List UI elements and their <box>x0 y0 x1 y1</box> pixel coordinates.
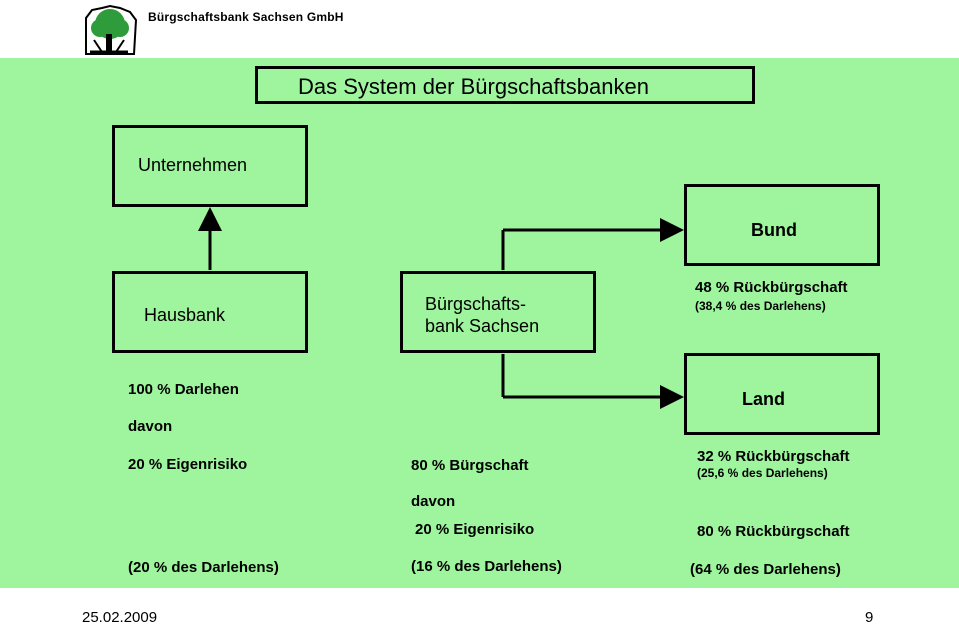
share-middle: (16 % des Darlehens) <box>411 558 562 575</box>
total-rueckbuergschaft: 80 % Rückbürgschaft <box>697 523 850 540</box>
hausbank-label: Hausbank <box>144 305 226 325</box>
hausbank-box: Hausbank <box>112 271 308 353</box>
header-bar: Bürgschaftsbank Sachsen GmbH <box>0 0 959 58</box>
darlehen-text: 100 % Darlehen <box>128 381 239 398</box>
buergschaftsbank-box: Bürgschafts- bank Sachsen <box>400 271 596 353</box>
footer-date: 25.02.2009 <box>82 609 158 626</box>
davon-middle: davon <box>411 493 456 510</box>
bund-label: Bund <box>751 220 797 240</box>
land-box: Land <box>684 353 880 435</box>
share-right: (64 % des Darlehens) <box>690 561 841 578</box>
footer-bar: 25.02.2009 9 <box>0 588 959 626</box>
davon-left: davon <box>128 418 173 435</box>
unternehmen-label: Unternehmen <box>138 155 248 175</box>
buergschaftsbank-label-line2: bank Sachsen <box>425 316 540 336</box>
land-rueckbuergschaft: 32 % Rückbürgschaft <box>697 448 850 465</box>
bund-rueckbuergschaft: 48 % Rückbürgschaft <box>695 279 848 296</box>
buergschaftsbank-label-line1: Bürgschafts- <box>425 294 527 314</box>
buergschaft-middle: 80 % Bürgschaft <box>411 457 529 474</box>
bund-box: Bund <box>684 184 880 266</box>
tree-logo-icon <box>80 4 138 56</box>
land-share: (25,6 % des Darlehens) <box>697 466 828 480</box>
connector-arrows <box>198 207 684 409</box>
bund-share: (38,4 % des Darlehens) <box>695 299 826 313</box>
title-box: Das System der Bürgschaftsbanken <box>255 66 755 104</box>
eigenrisiko-left: 20 % Eigenrisiko <box>128 456 248 473</box>
unternehmen-box: Unternehmen <box>112 125 308 207</box>
slide-title: Das System der Bürgschaftsbanken <box>298 74 649 99</box>
land-label: Land <box>742 389 785 409</box>
bank-name: Bürgschaftsbank Sachsen GmbH <box>148 10 344 24</box>
eigenrisiko-middle: 20 % Eigenrisiko <box>415 521 535 538</box>
page-number: 9 <box>865 609 874 626</box>
share-left: (20 % des Darlehens) <box>128 559 279 576</box>
